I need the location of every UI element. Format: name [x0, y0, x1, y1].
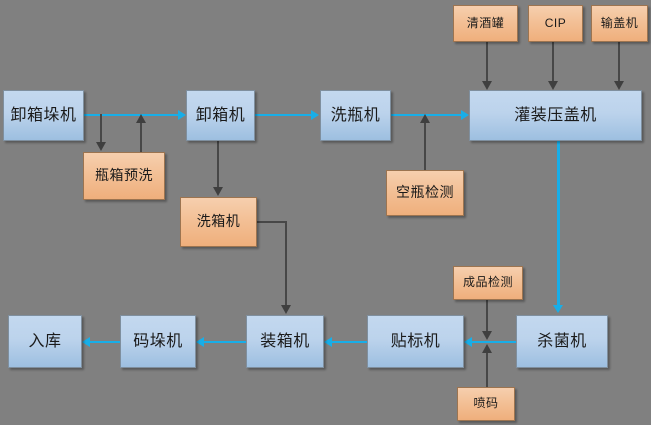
arrowhead-case-washer-in [213, 187, 223, 196]
node-label: 喷码 [473, 396, 499, 411]
node-unload-stacker[interactable]: 卸箱垛机 [3, 90, 84, 141]
node-product-inspection[interactable]: 成品检测 [453, 266, 523, 300]
node-case-washer[interactable]: 洗箱机 [180, 197, 257, 247]
node-label: 杀菌机 [537, 332, 587, 350]
arrowhead-line-in-from-product-insp [482, 331, 492, 340]
edge-unload-stacker-to-uncaser [84, 114, 178, 116]
arrowhead-prewash-in [96, 142, 106, 151]
edge-uncaser-to-case-washer [217, 141, 219, 188]
node-labeller[interactable]: 贴标机 [367, 315, 464, 368]
node-pasteurizer[interactable]: 杀菌机 [516, 315, 608, 368]
arrowhead-filler-in-cip [548, 81, 558, 90]
node-label: 成品检测 [462, 275, 513, 290]
node-label: 贴标机 [390, 332, 441, 350]
arrowhead-bottle-washer-in [311, 110, 319, 120]
node-cip[interactable]: CIP [528, 5, 583, 42]
node-label: 灌装压盖机 [514, 106, 597, 124]
node-label: 输盖机 [600, 15, 639, 30]
node-label: 瓶箱预洗 [95, 167, 153, 184]
arrowhead-filler-in-tank [482, 81, 492, 90]
arrowhead-filler-in [461, 110, 469, 120]
edge-cip-to-filler [552, 42, 554, 82]
node-label: 码垛机 [133, 332, 183, 350]
edge-labeller-to-caser [332, 341, 367, 343]
node-inkjet-coder[interactable]: 喷码 [457, 387, 515, 421]
edge-prewash-to-unload-stacker [140, 122, 142, 152]
node-label: 洗瓶机 [330, 106, 381, 124]
edge-case-washer-to-caser-v [285, 221, 287, 306]
node-label: 卸箱机 [195, 106, 246, 124]
node-warehouse[interactable]: 入库 [8, 315, 82, 368]
node-bright-beer-tank[interactable]: 清酒罐 [453, 5, 518, 42]
arrowhead-uncaser-in [178, 110, 186, 120]
edge-pasteurizer-to-labeller [472, 341, 517, 343]
arrowhead-unload-stacker-in [136, 114, 146, 123]
node-filler-capper[interactable]: 灌装压盖机 [469, 90, 642, 141]
node-label: 洗箱机 [196, 213, 241, 230]
arrowhead-line-in-from-insp [420, 114, 430, 123]
node-label: 装箱机 [260, 332, 310, 350]
node-label: 空瓶检测 [396, 184, 454, 201]
edge-cap-feeder-to-filler [618, 42, 620, 82]
node-palletizer[interactable]: 码垛机 [120, 315, 196, 368]
node-label: 清酒罐 [466, 15, 505, 30]
node-caser[interactable]: 装箱机 [246, 315, 324, 368]
arrowhead-palletizer-in [196, 337, 204, 347]
node-bottle-box-prewash[interactable]: 瓶箱预洗 [83, 152, 165, 200]
arrowhead-filler-in-cap [614, 81, 624, 90]
edge-palletizer-to-warehouse [90, 341, 120, 343]
node-uncaser[interactable]: 卸箱机 [186, 90, 255, 141]
edge-case-washer-to-caser-h [256, 221, 286, 223]
edge-filler-to-pasteurizer [557, 141, 560, 307]
edge-caser-to-palletizer [204, 341, 246, 343]
edge-bright-beer-tank-to-filler [486, 42, 488, 82]
node-cap-feeder[interactable]: 输盖机 [591, 5, 648, 42]
edge-uncaser-to-bottle-washer [255, 114, 311, 116]
edge-product-insp-to-line [486, 300, 488, 332]
node-bottle-washer[interactable]: 洗瓶机 [320, 90, 391, 141]
arrowhead-warehouse-in [82, 337, 90, 347]
arrowhead-caser-in [324, 337, 332, 347]
arrowhead-pasteurizer-in [553, 305, 563, 313]
edge-unload-stacker-to-prewash [100, 114, 102, 144]
node-label: 卸箱垛机 [10, 106, 77, 124]
node-empty-bottle-inspection[interactable]: 空瓶检测 [386, 170, 464, 216]
arrowhead-labeller-in [464, 337, 472, 347]
arrowhead-line-in-from-inkjet [482, 344, 492, 353]
edge-inkjet-coder-to-line [486, 352, 488, 388]
arrowhead-caser-top-in [281, 305, 291, 314]
edge-empty-bottle-insp-to-line [424, 122, 426, 172]
node-label: CIP [544, 15, 567, 30]
node-label: 入库 [28, 332, 62, 350]
